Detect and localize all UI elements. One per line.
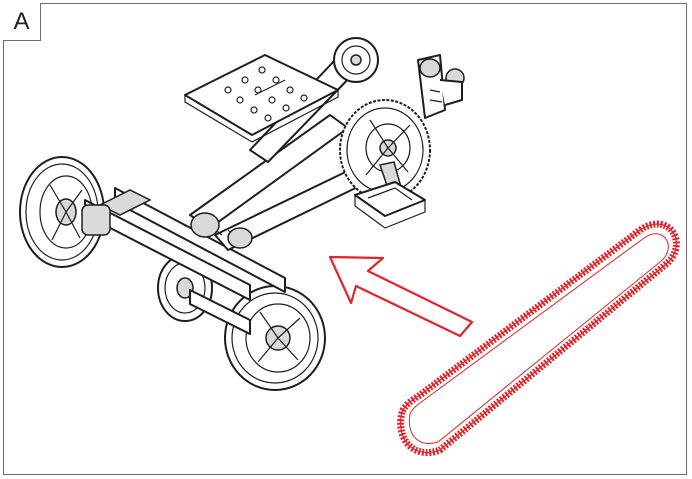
top-wheel: [333, 37, 379, 83]
seat-plate: [184, 54, 339, 143]
handle-grips: [417, 54, 465, 119]
crank-pedal: [354, 161, 426, 229]
step-label: A: [3, 3, 41, 41]
rear-left-wheel: [19, 156, 105, 268]
direction-arrow-icon: [328, 255, 474, 338]
front-right-wheel: [224, 285, 326, 391]
drive-chain: [397, 220, 680, 457]
